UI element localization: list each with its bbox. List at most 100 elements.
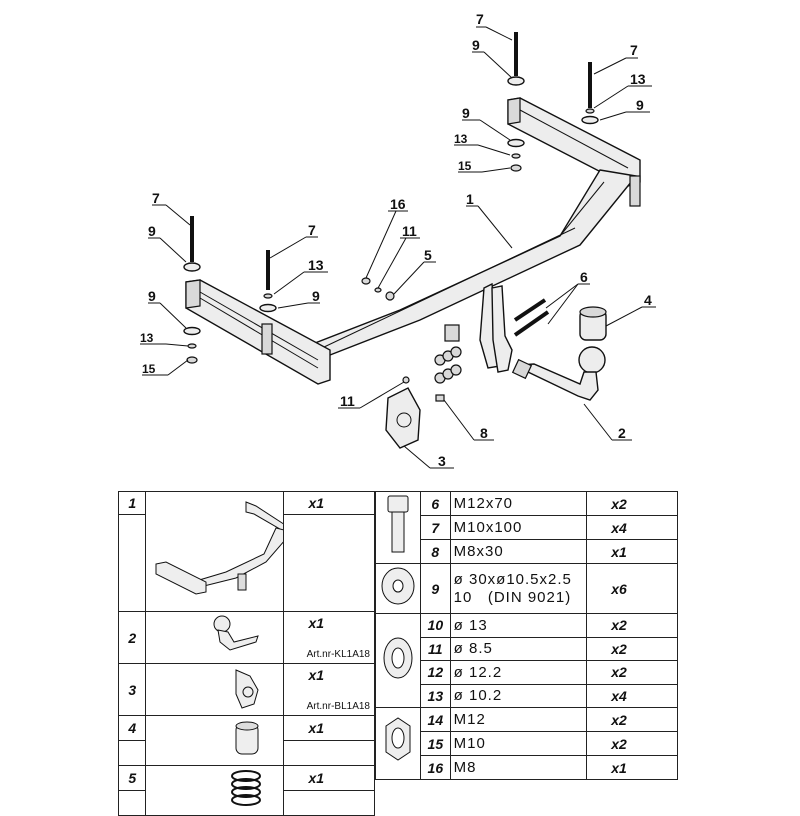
part-spec: ø 10.2 [449,683,588,708]
part-number: 7 [420,515,451,540]
callout-7: 7 [308,222,316,238]
part-image-cell [145,491,298,612]
part-quantity: x4 [586,515,678,540]
callout-9: 9 [636,97,644,113]
part-spec-cell: ø 30xø10.5x2.5 10 (DIN 9021) [449,563,588,614]
part-spec: M12x70 [449,491,588,516]
tow-bar-frame [185,97,641,385]
parts-list-table: 1 x1 2 [117,490,678,816]
callout-9: 9 [148,223,156,239]
part-quantity: x2 [586,636,678,661]
part-quantity: x1 [283,765,375,791]
tow-ball [511,346,606,401]
article-number: Art.nr-KL1A18 [306,649,370,660]
washer-icon-cell [375,563,421,614]
part-quantity-cell: x1 Art.nr-BL1A18 [283,663,375,716]
part-quantity: x2 [586,491,678,516]
part-quantity: x1 [283,715,375,741]
callout-5: 5 [424,247,432,263]
part-spec: ø 30xø10.5x2.5 [453,570,572,588]
tow-bar-frame-icon [155,501,298,595]
fastener-stack-right-rear [507,32,525,172]
part-spec: M10 [449,731,588,756]
callout-9: 9 [312,288,320,304]
leader-lines [140,26,656,469]
part-spec-standard: 10 (DIN 9021) [453,588,572,606]
tow-ball-icon [213,615,260,651]
part-number: 5 [117,765,147,791]
part-quantity: x6 [586,563,678,614]
callout-16: 16 [390,196,406,212]
socket-plate [385,387,445,449]
part-quantity-cell: x1 Art.nr-KL1A18 [283,611,375,664]
part-quantity: x1 [283,490,375,516]
callout-7: 7 [476,11,484,27]
part-quantity: x1 [308,615,325,631]
callout-13: 13 [630,71,646,87]
part-quantity: x2 [586,731,678,756]
parts-list-right: 6 M12x70 x2 7 M10x100 x4 8 M8x30 x1 9 ø … [375,491,678,780]
callout-13: 13 [308,257,324,273]
callout-6: 6 [580,269,588,285]
callout-9: 9 [148,288,156,304]
part-number: 6 [420,491,451,516]
part-quantity: x2 [586,613,678,638]
part-quantity: x1 [586,539,678,564]
callout-labels: 7 9 7 13 9 9 13 15 1 7 9 9 13 15 7 13 9 … [140,11,652,469]
part-spec: M8x30 [449,539,588,564]
callout-8: 8 [480,425,488,441]
part-number: 3 [117,663,147,716]
fastener-stack-left-rear [183,216,201,364]
nut-icon [385,717,411,761]
callout-2: 2 [618,425,626,441]
callout-9: 9 [472,37,480,53]
nut-washer-cluster [402,346,462,384]
part-number: 13 [420,683,451,708]
callout-15: 15 [142,362,156,376]
part-number: 16 [420,755,451,780]
callout-9: 9 [462,105,470,121]
part-image-cell [145,765,285,816]
part-number: 10 [420,613,451,638]
fastener-stack-right-front [581,62,599,125]
washer-icon [381,567,415,605]
part-number: 11 [420,636,451,661]
part-number: 12 [420,660,451,685]
part-spec: M10x100 [449,515,588,540]
callout-13: 13 [140,331,154,345]
part-quantity: x2 [586,707,678,732]
part-number: 8 [420,539,451,564]
spring-washer-icon [383,637,413,679]
mounting-bracket [479,282,513,373]
part-quantity: x1 [308,667,325,683]
spring-washer-icon-cell [375,613,421,708]
bolt-icon [387,495,409,553]
part-number: 4 [117,715,147,741]
part-number: 15 [420,731,451,756]
ball-cover [579,306,607,341]
callout-3: 3 [438,453,446,469]
ball-cover-icon [235,721,259,755]
part-number: 2 [117,611,147,664]
part-number: 9 [420,563,451,614]
part-spec: ø 12.2 [449,660,588,685]
part-spec: M12 [449,707,588,732]
part-quantity: x2 [586,660,678,685]
part-image-cell [145,663,285,716]
callout-13: 13 [454,132,468,146]
callout-11: 11 [402,223,417,239]
parts-list-left: 1 x1 2 [117,490,375,816]
callout-15: 15 [458,159,472,173]
part-image-cell [145,715,285,766]
callout-4: 4 [644,292,652,308]
part-number: 1 [117,490,147,516]
callout-1: 1 [466,191,474,207]
part-number: 14 [420,707,451,732]
part-quantity: x4 [586,683,678,708]
exploded-assembly-drawing: 7 9 7 13 9 9 13 15 1 7 9 9 13 15 7 13 9 … [140,11,656,469]
article-number: Art.nr-BL1A18 [306,701,370,712]
callout-11: 11 [340,393,355,409]
nut-icon-cell [375,707,421,780]
fastener-stack-left-front [259,250,277,313]
callout-7: 7 [152,190,160,206]
